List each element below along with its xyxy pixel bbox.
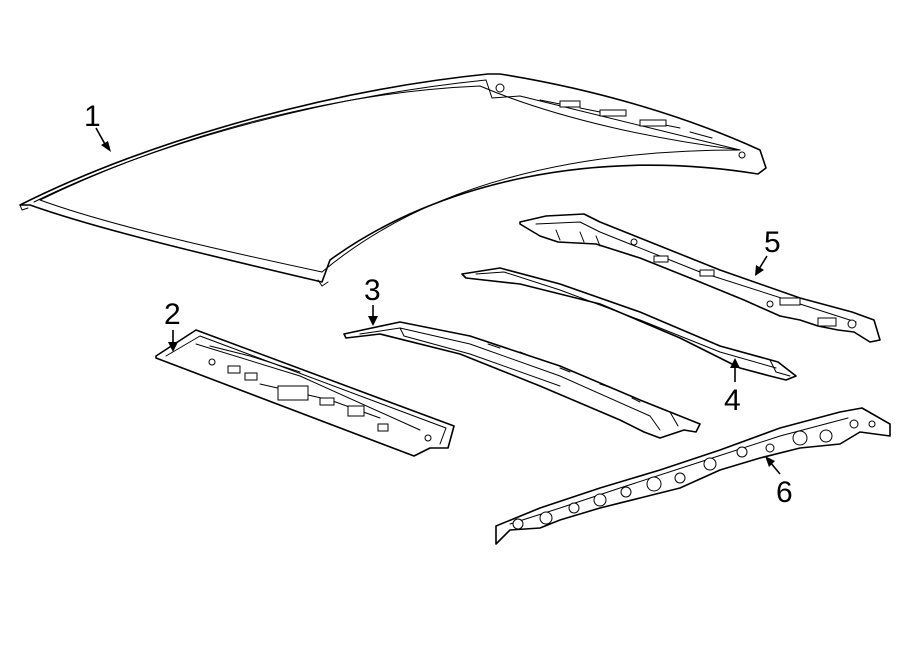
callout-2-arrowhead — [168, 342, 178, 352]
roof-panel[interactable] — [19, 73, 767, 287]
callout-4: 4 — [724, 358, 741, 417]
side-rail-reinforcement[interactable] — [495, 407, 891, 545]
callout-1-arrowhead — [101, 141, 111, 152]
callout-3: 3 — [364, 274, 381, 326]
callout-5-label: 5 — [764, 226, 781, 259]
rear-header-bracket[interactable] — [519, 213, 881, 343]
callout-6-arrowhead — [765, 456, 775, 467]
callout-1-label: 1 — [84, 100, 101, 133]
callout-5-leader — [758, 255, 768, 270]
callout-2-label: 2 — [164, 298, 181, 331]
callout-3-arrowhead — [368, 316, 378, 326]
front-header-panel[interactable] — [155, 329, 455, 457]
roof-bow-front[interactable] — [343, 321, 701, 439]
callout-6: 6 — [765, 456, 793, 509]
callout-2: 2 — [164, 298, 181, 352]
callout-1: 1 — [84, 100, 111, 152]
callout-5-arrowhead — [755, 265, 764, 276]
callout-4-arrowhead — [730, 358, 740, 368]
roof-bow-rear[interactable] — [461, 267, 797, 381]
callout-4-label: 4 — [724, 384, 741, 417]
callout-1-leader — [95, 127, 107, 147]
callout-5: 5 — [755, 226, 781, 276]
callout-3-label: 3 — [364, 274, 381, 307]
callout-6-label: 6 — [776, 476, 793, 509]
